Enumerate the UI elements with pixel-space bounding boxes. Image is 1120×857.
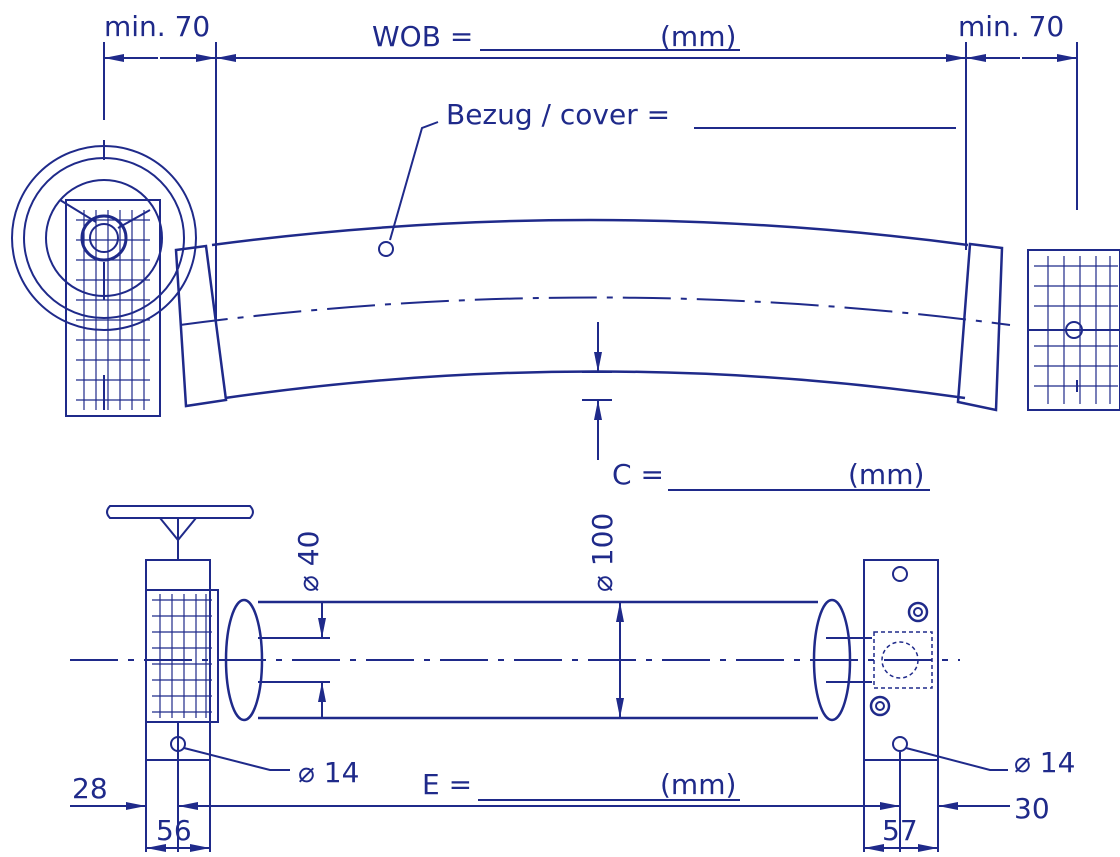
cover-leader-dot <box>378 241 394 257</box>
label-cover-prefix: Bezug / cover = <box>446 98 670 131</box>
tube-right-end <box>812 598 852 722</box>
label-wob-prefix: WOB = <box>372 20 473 53</box>
right-bearing-block <box>1027 249 1120 411</box>
label-min-left: min. 70 <box>104 10 210 43</box>
roller-centerline <box>179 296 1011 326</box>
label-dia40: ⌀ 40 <box>292 531 325 592</box>
bottom-view: ⌀ 40 ⌀ 100 <box>70 505 1075 852</box>
label-e-unit: (mm) <box>660 768 736 801</box>
label-e-prefix: E = <box>422 768 472 801</box>
left-hole <box>170 736 186 752</box>
left-handwheel <box>11 145 197 417</box>
label-56: 56 <box>156 814 192 847</box>
left-handwheel-side <box>106 505 254 560</box>
leader-dia14-left <box>183 747 290 771</box>
label-wob-unit: (mm) <box>660 20 736 53</box>
label-dia14-right: ⌀ 14 <box>1014 746 1075 779</box>
roller-top-edge <box>211 218 969 247</box>
tube-left-end <box>224 598 264 722</box>
right-end-cap <box>956 242 1004 412</box>
right-hole <box>892 736 908 752</box>
label-min-right: min. 70 <box>958 10 1064 43</box>
label-c-prefix: C = <box>612 458 664 491</box>
label-dia14-left: ⌀ 14 <box>298 756 359 789</box>
label-dia100: ⌀ 100 <box>586 513 619 592</box>
left-end-cap <box>174 244 228 408</box>
top-view: min. 70 min. 70 WOB = (mm) Bezug / cover… <box>11 10 1120 491</box>
left-bearing-block-top <box>65 199 161 417</box>
cover-leader <box>389 121 439 241</box>
left-bearing-block-side <box>145 559 219 852</box>
roller-bottom-edge <box>224 370 966 400</box>
label-57: 57 <box>882 814 918 847</box>
label-28: 28 <box>72 772 108 805</box>
label-c-unit: (mm) <box>848 458 924 491</box>
label-30: 30 <box>1014 792 1050 825</box>
right-bearing-block-side <box>863 559 939 852</box>
leader-dia14-right <box>905 747 1008 771</box>
